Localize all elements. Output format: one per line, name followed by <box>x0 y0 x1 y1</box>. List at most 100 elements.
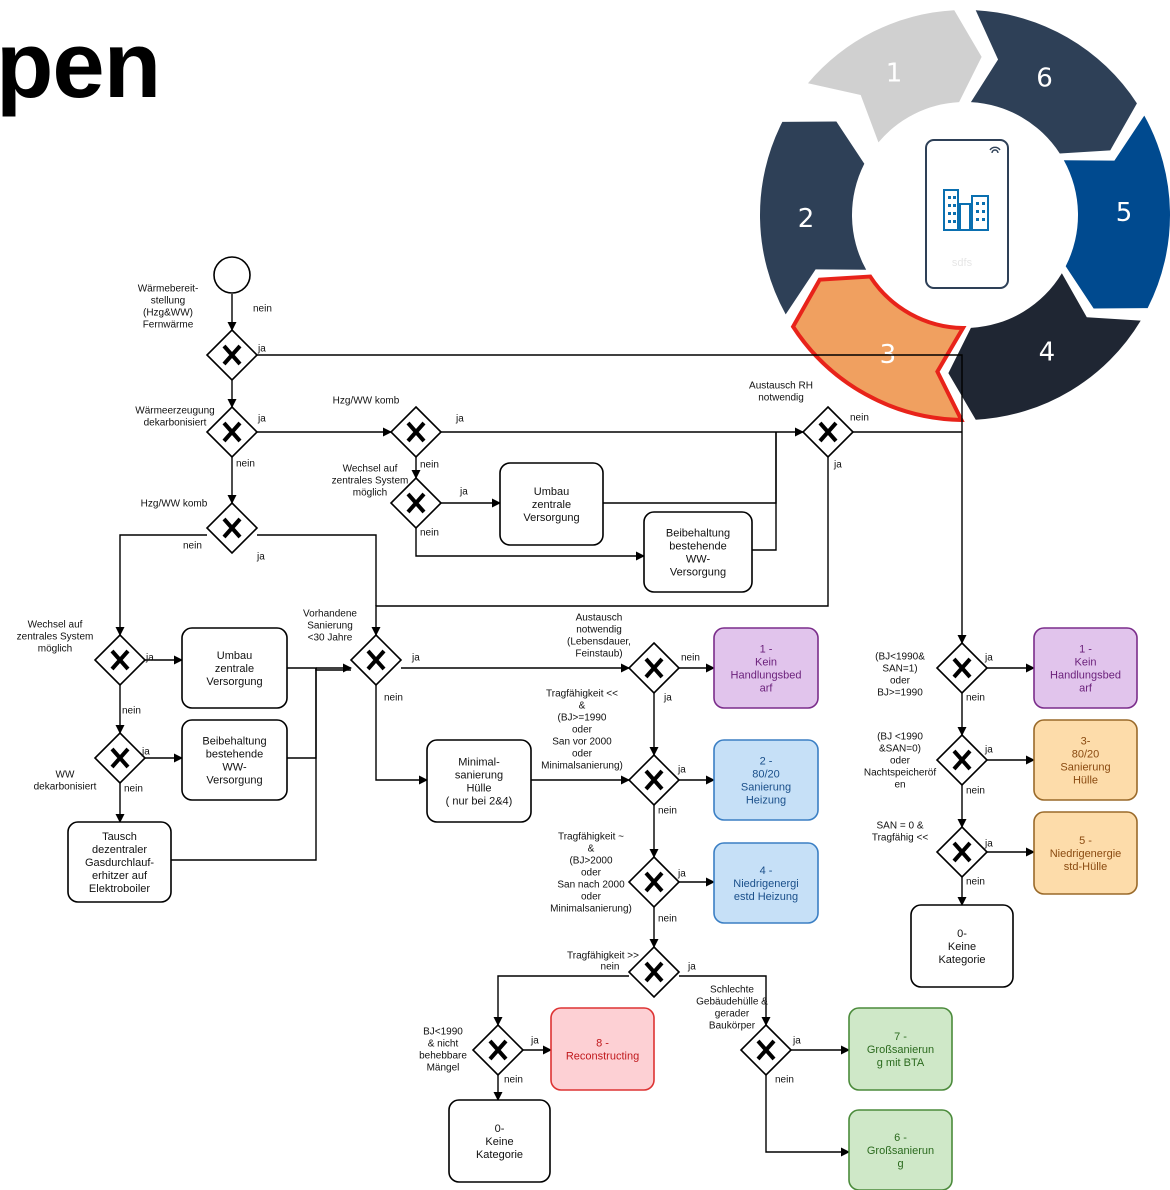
box-umbau-left <box>181 627 288 709</box>
label-nein: nein <box>504 1075 523 1086</box>
labels: Wärmebereit-stellung(Hzg&WW)Fernwärme nei… <box>17 284 994 1086</box>
phone-icon <box>925 139 1009 289</box>
label-nein: nein <box>183 541 202 552</box>
label-nein: nein <box>658 806 677 817</box>
gateway-x-icon <box>488 1039 508 1061</box>
label-nein: nein <box>775 1075 794 1086</box>
label-nein: nein <box>658 914 677 925</box>
building-icon <box>943 189 989 231</box>
label-nein: nein <box>966 786 985 797</box>
connector <box>765 1075 850 1157</box>
label-ja: ja <box>984 839 993 850</box>
connector <box>257 534 377 606</box>
gateway-x-icon <box>222 517 242 539</box>
box-minimal <box>426 739 532 823</box>
connector <box>415 528 645 561</box>
gateway-x-icon <box>406 492 426 514</box>
result-keine-bottom <box>448 1099 551 1183</box>
label-ja: ja <box>256 552 265 563</box>
label-tragfaehigkeit-3: Tragfähigkeit >> <box>567 951 639 962</box>
result-reconstructing <box>550 1007 655 1091</box>
label-nein: nein <box>420 460 439 471</box>
connector <box>493 975 629 1026</box>
ring-segment-4 <box>948 273 1141 420</box>
wifi-icon <box>989 146 1001 154</box>
box-beibehaltung-left <box>181 719 288 801</box>
label-ja: ja <box>141 747 150 758</box>
gateway-x-icon <box>406 421 426 443</box>
label-nein: nein <box>966 877 985 888</box>
gateway-x-icon <box>952 657 972 679</box>
label-nein: nein <box>420 528 439 539</box>
label-ja: ja <box>984 745 993 756</box>
gateway-x-icon <box>644 961 664 983</box>
label-ja: ja <box>677 869 686 880</box>
label-ja: ja <box>530 1036 539 1047</box>
ring-segment-2 <box>759 121 867 315</box>
page-title: pen <box>0 12 161 117</box>
result-8020-heizung <box>713 739 819 821</box>
gateway-x-icon <box>366 649 386 671</box>
connector <box>171 668 317 861</box>
label-ja: ja <box>677 765 686 776</box>
label-nein: nein <box>681 653 700 664</box>
connector <box>257 354 967 644</box>
start-event <box>213 256 251 294</box>
box-umbau-top <box>499 462 604 546</box>
label-nein: nein <box>122 706 141 717</box>
phone-caption: sdfs <box>952 257 973 269</box>
connector <box>603 432 777 504</box>
ring-label-5: 5 <box>1116 198 1133 228</box>
result-8020-huelle <box>1033 719 1138 801</box>
result-keine-right <box>910 904 1014 988</box>
connectors <box>115 294 1035 1157</box>
label-ja: ja <box>984 653 993 664</box>
connector <box>115 534 207 636</box>
result-kein-handlung <box>713 627 819 709</box>
ring-label-6: 6 <box>1036 63 1053 93</box>
label-ja: ja <box>687 962 696 973</box>
label-hzgww-top: Hzg/WW komb <box>333 396 400 407</box>
result-reconstructing-label: 8 -Reconstructing <box>566 1037 639 1062</box>
label-start: Wärmebereit-stellung(Hzg&WW)Fernwärme <box>138 284 199 331</box>
label-ja: ja <box>411 653 420 664</box>
label-ja: ja <box>257 414 266 425</box>
label-ja: ja <box>145 653 154 664</box>
result-niedrigenergie-huelle <box>1033 811 1138 895</box>
gateway-x-icon <box>644 769 664 791</box>
gateway-x-icon <box>222 421 242 443</box>
gateway-x-icon <box>756 1039 776 1061</box>
gateway-x-icon <box>110 747 130 769</box>
result-niedrigenergie-heizung <box>713 842 819 924</box>
ring-label-2: 2 <box>798 204 815 234</box>
gateway-x-icon <box>818 421 838 443</box>
ring-segment-1 <box>807 10 982 143</box>
